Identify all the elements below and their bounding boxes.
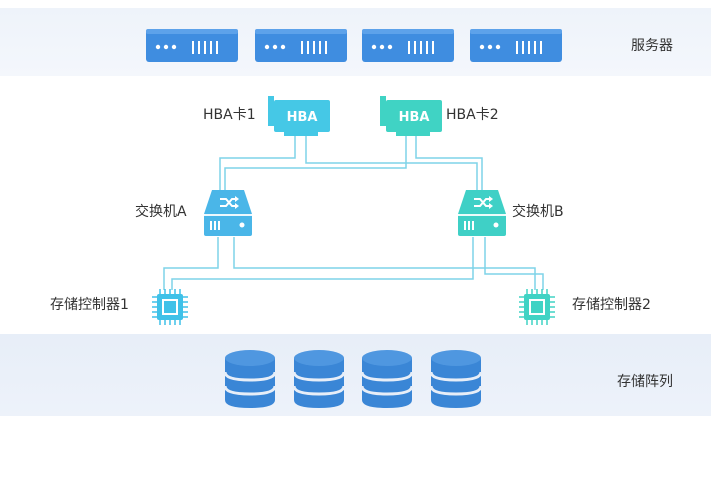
storage-controller-1-chip-icon bbox=[152, 289, 188, 325]
link-hba1-switch-a bbox=[219, 132, 296, 190]
hba-card-2-label: HBA卡2 bbox=[446, 107, 499, 123]
link-hba2-switch-a bbox=[224, 132, 407, 190]
hba-card-2-icon: HBA bbox=[380, 96, 442, 136]
servers-layer-label: 服务器 bbox=[631, 38, 673, 54]
hba-card-2-text: HBA bbox=[399, 110, 430, 125]
link-switch-b-ctrl2 bbox=[484, 237, 544, 290]
server-row bbox=[146, 29, 562, 62]
link-switch-a-ctrl2 bbox=[233, 237, 536, 290]
storage-array-disks bbox=[223, 350, 483, 408]
database-disk-icon bbox=[360, 350, 414, 408]
switch-b-label: 交换机B bbox=[512, 204, 564, 220]
hba-card-1-text: HBA bbox=[287, 110, 318, 125]
storage-controller-2-label: 存储控制器2 bbox=[572, 297, 651, 313]
server-rack-icon bbox=[146, 29, 238, 62]
storage-layer-band bbox=[0, 334, 711, 416]
server-rack-icon bbox=[470, 29, 562, 62]
network-switch-b-icon bbox=[458, 190, 506, 236]
link-switch-b-ctrl1 bbox=[171, 237, 474, 290]
database-disk-icon bbox=[223, 350, 277, 408]
server-rack-icon bbox=[255, 29, 347, 62]
link-switch-a-ctrl1 bbox=[163, 237, 219, 290]
switch-a-label: 交换机A bbox=[135, 204, 187, 220]
connection-lines bbox=[163, 132, 544, 290]
hba-card-1-label: HBA卡1 bbox=[203, 107, 256, 123]
server-layer-band bbox=[0, 8, 711, 76]
database-disk-icon bbox=[292, 350, 346, 408]
storage-array-layer-label: 存储阵列 bbox=[617, 374, 673, 390]
link-hba2-switch-b bbox=[415, 132, 483, 190]
storage-controller-2-chip-icon bbox=[519, 289, 555, 325]
hba-card-1-icon: HBA bbox=[268, 96, 330, 136]
storage-controller-1-label: 存储控制器1 bbox=[50, 297, 129, 313]
database-disk-icon bbox=[429, 350, 483, 408]
network-switch-a-icon bbox=[204, 190, 252, 236]
link-hba1-switch-b bbox=[305, 132, 478, 190]
server-rack-icon bbox=[362, 29, 454, 62]
